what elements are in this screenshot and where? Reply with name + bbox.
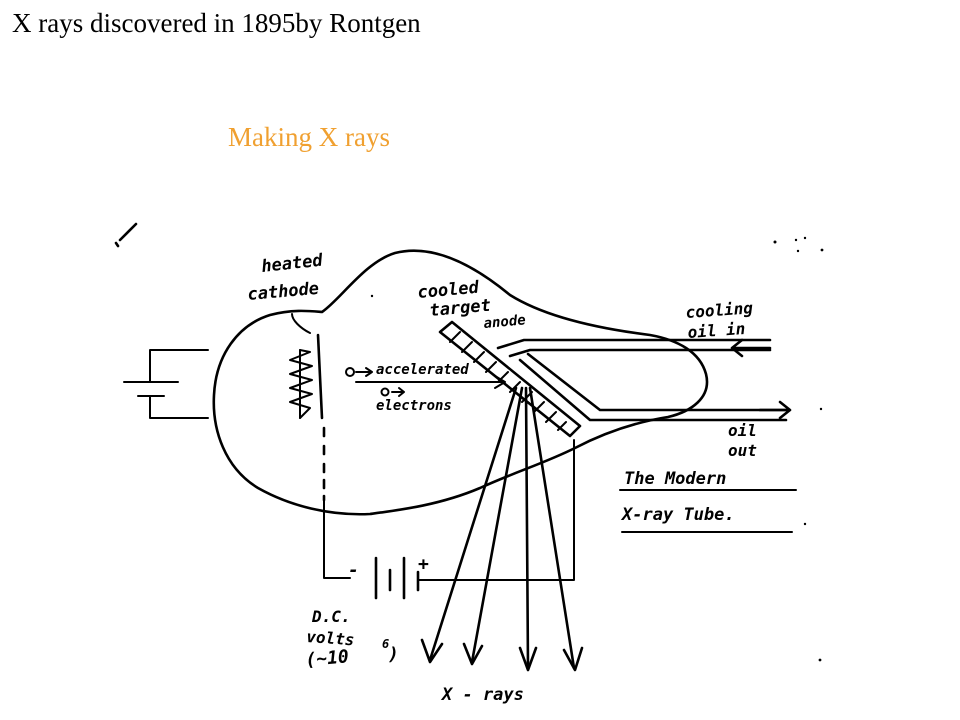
label-cooling: cooling xyxy=(685,298,754,322)
filament-coil xyxy=(289,349,313,419)
oil-pipe xyxy=(496,338,788,422)
cathode-wire xyxy=(323,499,351,579)
label-cathode: cathode xyxy=(247,279,320,305)
label-xray-tube: X-ray Tube. xyxy=(620,505,735,525)
slide-subtitle: Making X rays xyxy=(228,122,390,152)
label-oil-in: oil in xyxy=(687,319,746,342)
label-the-modern: The Modern xyxy=(624,469,726,489)
label-plus: + xyxy=(418,554,429,575)
label-heated: heated xyxy=(260,251,324,277)
oil-in-arrow xyxy=(730,338,772,358)
xray-beams xyxy=(420,386,584,672)
electron-arrow xyxy=(355,367,373,377)
label-volts: volts xyxy=(306,627,355,649)
label-exponent: 6 xyxy=(382,637,389,651)
slide-title: X rays discovered in 1895by Rontgen xyxy=(12,8,421,38)
battery-wire-right xyxy=(417,439,575,581)
caption-underline xyxy=(619,489,797,533)
label-minus: - xyxy=(348,560,359,581)
electron-dot xyxy=(345,367,355,377)
electron-dot xyxy=(380,387,390,397)
label-close-paren: ) xyxy=(388,644,399,665)
stray-dots xyxy=(370,236,824,662)
label-xrays: X - rays xyxy=(440,685,524,705)
battery xyxy=(374,556,420,600)
stray-mark xyxy=(114,222,138,248)
label-electrons: electrons xyxy=(376,398,452,414)
label-out: out xyxy=(728,441,757,460)
label-dc: D.C. xyxy=(311,607,351,626)
label-oil: oil xyxy=(728,421,757,440)
oil-out-arrow xyxy=(758,400,792,420)
cathode-plate xyxy=(316,333,326,502)
filament-circuit xyxy=(123,349,209,419)
label-accelerated: accelerated xyxy=(376,362,469,378)
electron-beam xyxy=(355,375,506,389)
cathode-pointer xyxy=(291,313,311,334)
electron-arrow xyxy=(391,387,405,397)
label-approx: (~10 xyxy=(305,646,350,671)
label-anode: anode xyxy=(483,312,526,332)
